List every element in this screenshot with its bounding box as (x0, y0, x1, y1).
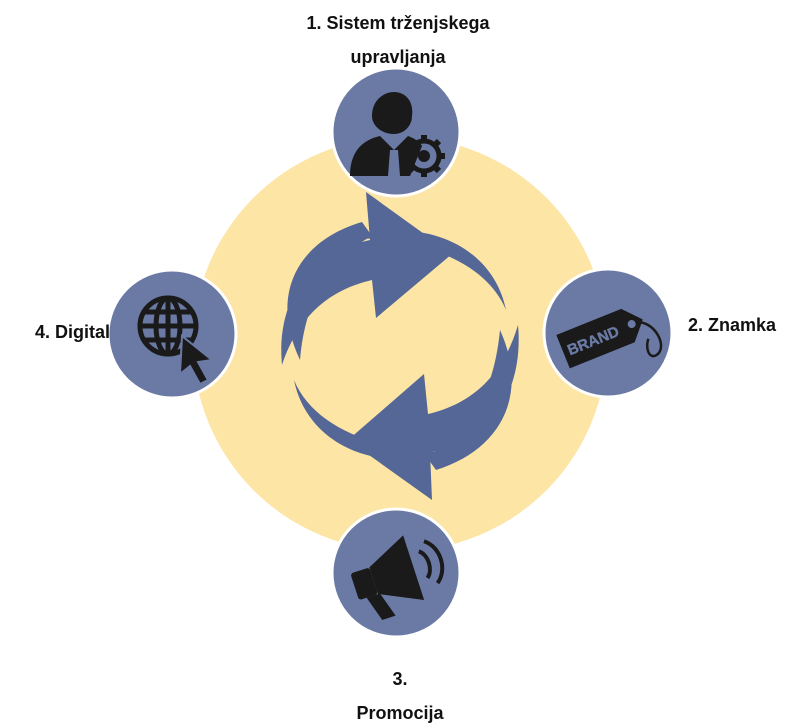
node-right: BRAND (542, 267, 674, 399)
globe-cursor-icon (137, 295, 199, 357)
label-top-line1: 1. Sistem trženjskega (306, 13, 490, 33)
node-bottom (330, 507, 462, 639)
label-right-text: 2. Znamka (688, 315, 777, 335)
label-promotion: 3. Promocija (330, 664, 470, 728)
label-marketing-management: 1. Sistem trženjskega upravljanja (258, 6, 538, 74)
megaphone-icon (351, 535, 445, 620)
node-left (106, 268, 238, 400)
label-bottom-line1: 3. (392, 669, 408, 689)
label-top-line2: upravljanja (350, 47, 446, 67)
businessman-gear-icon (350, 92, 445, 177)
label-digital: 4. Digital (6, 315, 110, 349)
label-left-text: 4. Digital (34, 322, 110, 342)
label-brand: 2. Znamka (688, 308, 798, 342)
cycle-arrows-icon (281, 192, 519, 500)
label-bottom-line2: Promocija (356, 703, 444, 723)
background-circle (193, 137, 607, 551)
cursor-icon (178, 334, 215, 386)
node-top (330, 66, 462, 198)
